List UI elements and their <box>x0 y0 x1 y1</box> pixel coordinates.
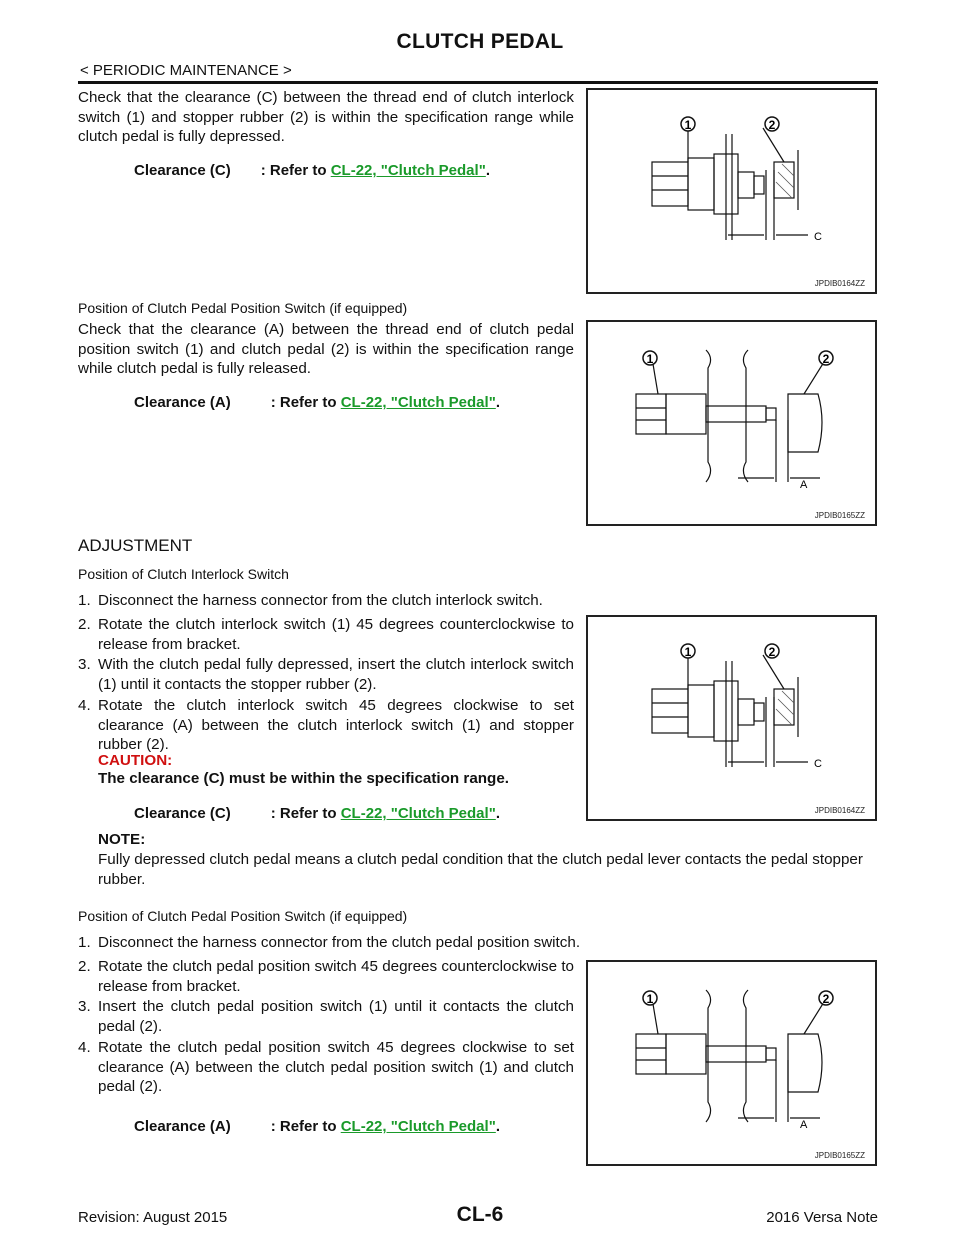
page-number: CL-6 <box>456 1203 504 1226</box>
spec-label: Clearance (A) <box>134 394 231 411</box>
pedal-position-clearance-paragraph: Check that the clearance (A) between the… <box>78 321 574 377</box>
interlock-switch-subheading: Position of Clutch Interlock Switch <box>78 566 289 582</box>
spec-refer: : Refer to <box>270 805 337 822</box>
svg-text:C: C <box>814 758 822 770</box>
clearance-a-spec: Clearance (A) : Refer to CL-22, "Clutch P… <box>134 394 500 411</box>
figure-code: JPDIB0165ZZ <box>814 511 865 520</box>
adjust2-step-2: 2. Rotate the clutch pedal position swit… <box>78 958 574 995</box>
adjust-step-2: 2. Rotate the clutch interlock switch (1… <box>78 616 574 653</box>
clearance-c-spec: Clearance (C) : Refer to CL-22, "Clutch P… <box>134 162 490 179</box>
header-divider <box>78 81 878 84</box>
adjust2-step-3: 3. Insert the clutch pedal position swit… <box>78 998 574 1035</box>
adjust2-step-4: 4. Rotate the clutch pedal position swit… <box>78 1039 574 1095</box>
adjust-step-1: 1. Disconnect the harness connector from… <box>78 592 543 609</box>
pedal-position-switch-diagram: 1 2 A <box>635 349 834 491</box>
svg-text:2: 2 <box>823 352 830 366</box>
adjustment-heading: ADJUSTMENT <box>78 536 193 555</box>
svg-text:2: 2 <box>769 118 776 132</box>
interlock-switch-diagram: 1 2 C <box>651 116 822 243</box>
spec-refer: : Refer to <box>260 162 327 179</box>
spec-refer: : Refer to <box>270 394 337 411</box>
svg-text:A: A <box>800 479 808 491</box>
cl22-link[interactable]: CL-22, "Clutch Pedal" <box>340 1118 496 1135</box>
svg-text:2: 2 <box>823 992 830 1006</box>
svg-text:A: A <box>800 1119 808 1131</box>
spec-label: Clearance (A) <box>134 1118 231 1135</box>
note-text: Fully depressed clutch pedal means a clu… <box>98 851 863 888</box>
caution-text: The clearance (C) must be within the spe… <box>98 770 509 787</box>
spec-refer: : Refer to <box>270 1118 337 1135</box>
clearance-c-spec-adjust: Clearance (C) : Refer to CL-22, "Clutch P… <box>134 805 500 822</box>
pedal-position-switch-subheading-2: Position of Clutch Pedal Position Switch… <box>78 908 408 924</box>
svg-text:1: 1 <box>647 992 654 1006</box>
cl22-link[interactable]: CL-22, "Clutch Pedal" <box>340 805 496 822</box>
cl22-link[interactable]: CL-22, "Clutch Pedal" <box>330 162 486 179</box>
spec-label: Clearance (C) <box>134 805 231 822</box>
svg-text:1: 1 <box>647 352 654 366</box>
svg-text:C: C <box>814 231 822 243</box>
breadcrumb: < PERIODIC MAINTENANCE > <box>80 62 292 79</box>
adjust-step-3: 3. With the clutch pedal fully depressed… <box>78 656 574 693</box>
revision-date: Revision: August 2015 <box>78 1209 228 1226</box>
figure-code: JPDIB0165ZZ <box>814 1151 865 1160</box>
svg-text:1: 1 <box>685 645 692 659</box>
figure-pedal-position-switch-adjust: 1 2 A JPDIB0165ZZ <box>586 960 877 1166</box>
spec-label: Clearance (C) <box>134 162 231 179</box>
figure-pedal-position-switch: 1 2 A JPDIB0165ZZ <box>586 320 877 526</box>
adjust2-step-1: 1. Disconnect the harness connector from… <box>78 934 581 951</box>
svg-text:1: 1 <box>685 118 692 132</box>
svg-text:2: 2 <box>769 645 776 659</box>
model-name: 2016 Versa Note <box>766 1209 878 1226</box>
figure-code: JPDIB0164ZZ <box>814 806 865 815</box>
page-title: CLUTCH PEDAL <box>396 30 564 53</box>
pedal-position-switch-subheading: Position of Clutch Pedal Position Switch… <box>78 300 408 316</box>
pedal-position-switch-diagram: 1 2 A <box>635 989 834 1131</box>
interlock-clearance-paragraph: Check that the clearance (C) between the… <box>78 89 574 145</box>
interlock-switch-diagram: 1 2 C <box>651 643 822 770</box>
note-label: NOTE: <box>98 831 146 848</box>
caution-label: CAUTION: <box>98 752 173 769</box>
cl22-link[interactable]: CL-22, "Clutch Pedal" <box>340 394 496 411</box>
figure-code: JPDIB0164ZZ <box>814 279 865 288</box>
clearance-a-spec-adjust: Clearance (A) : Refer to CL-22, "Clutch P… <box>134 1118 500 1135</box>
adjust-step-4: 4. Rotate the clutch interlock switch 45… <box>78 697 574 753</box>
figure-interlock-switch-adjust: 1 2 C JPDIB0164ZZ <box>586 615 877 821</box>
figure-interlock-switch: 1 2 C JPDIB0164ZZ <box>586 88 877 294</box>
